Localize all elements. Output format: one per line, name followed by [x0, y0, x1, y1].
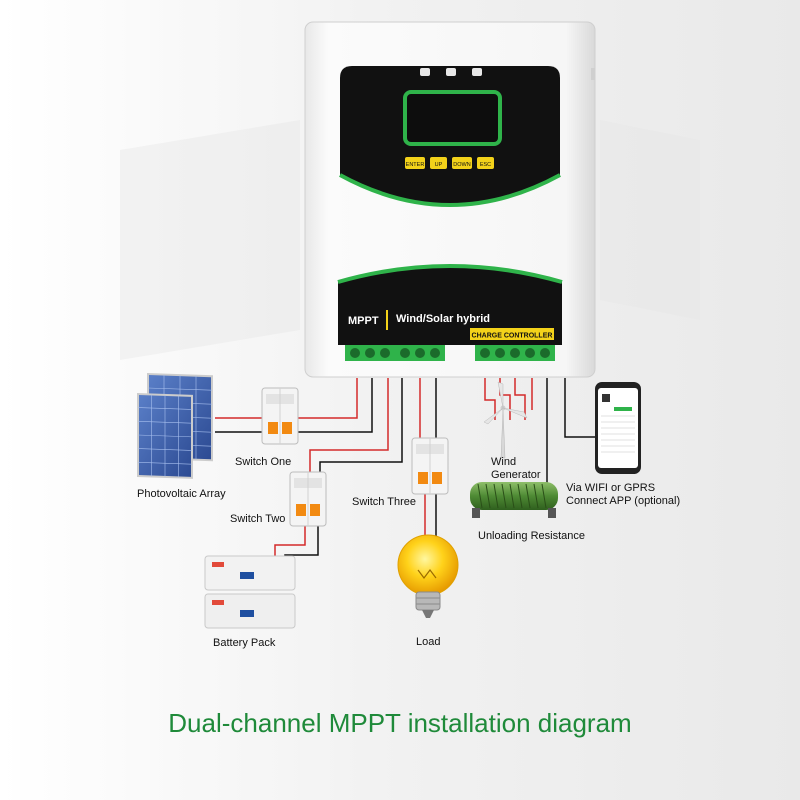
panel-buttons: ENTER UP DOWN ESC — [405, 157, 494, 169]
indicator-light-1 — [420, 68, 430, 76]
esc-button[interactable] — [477, 157, 494, 169]
battery-pack — [204, 555, 296, 629]
switch-one-label: Switch One — [235, 456, 292, 468]
lcd-screen — [403, 90, 502, 146]
subtitle-label: CHARGE CONTROLLER — [472, 333, 553, 340]
esc-button-label: ESC — [480, 162, 491, 168]
background-stripes — [120, 120, 700, 360]
photovoltaic-array — [137, 372, 213, 479]
enter-button-label: ENTER — [406, 162, 425, 168]
battery-pack-label: Battery Pack — [213, 637, 276, 649]
wind-generator-label: Wind Generator — [491, 456, 541, 481]
charge-controller: ENTER UP DOWN ESC MPPT Wind/Solar hybrid… — [304, 21, 596, 378]
indicator-light-2 — [446, 68, 456, 76]
model-label: Wind/Solar hybrid — [396, 313, 490, 325]
mppt-label: MPPT — [348, 315, 379, 327]
wind-turbine — [483, 381, 528, 459]
diagram-title: Dual-channel MPPT installation diagram — [168, 708, 632, 738]
panel-green-trim — [339, 173, 561, 207]
up-button-label: UP — [435, 162, 443, 168]
switch-three-label: Switch Three — [352, 496, 416, 508]
load-label: Load — [416, 636, 441, 648]
up-button[interactable] — [430, 157, 447, 169]
subtitle-badge — [470, 328, 554, 340]
photovoltaic-array-label: Photovoltaic Array — [137, 488, 226, 500]
indicator-light-3 — [472, 68, 482, 76]
label-panel — [338, 266, 562, 345]
unloading-resistance-label: Unloading Resistance — [478, 530, 586, 542]
switch-three-breaker — [411, 437, 449, 495]
phone-app — [595, 382, 641, 474]
switch-two-label: Switch Two — [230, 513, 286, 525]
enter-button[interactable] — [405, 157, 425, 169]
down-button[interactable] — [452, 157, 472, 169]
unloading-resistance — [470, 482, 558, 518]
load-bulb — [397, 534, 459, 618]
down-button-label: DOWN — [453, 162, 470, 168]
switch-one-breaker — [261, 387, 299, 445]
switch-two-breaker — [289, 471, 327, 527]
app-connection-label: Via WIFI or GPRS Connect APP (optional) — [566, 482, 681, 507]
